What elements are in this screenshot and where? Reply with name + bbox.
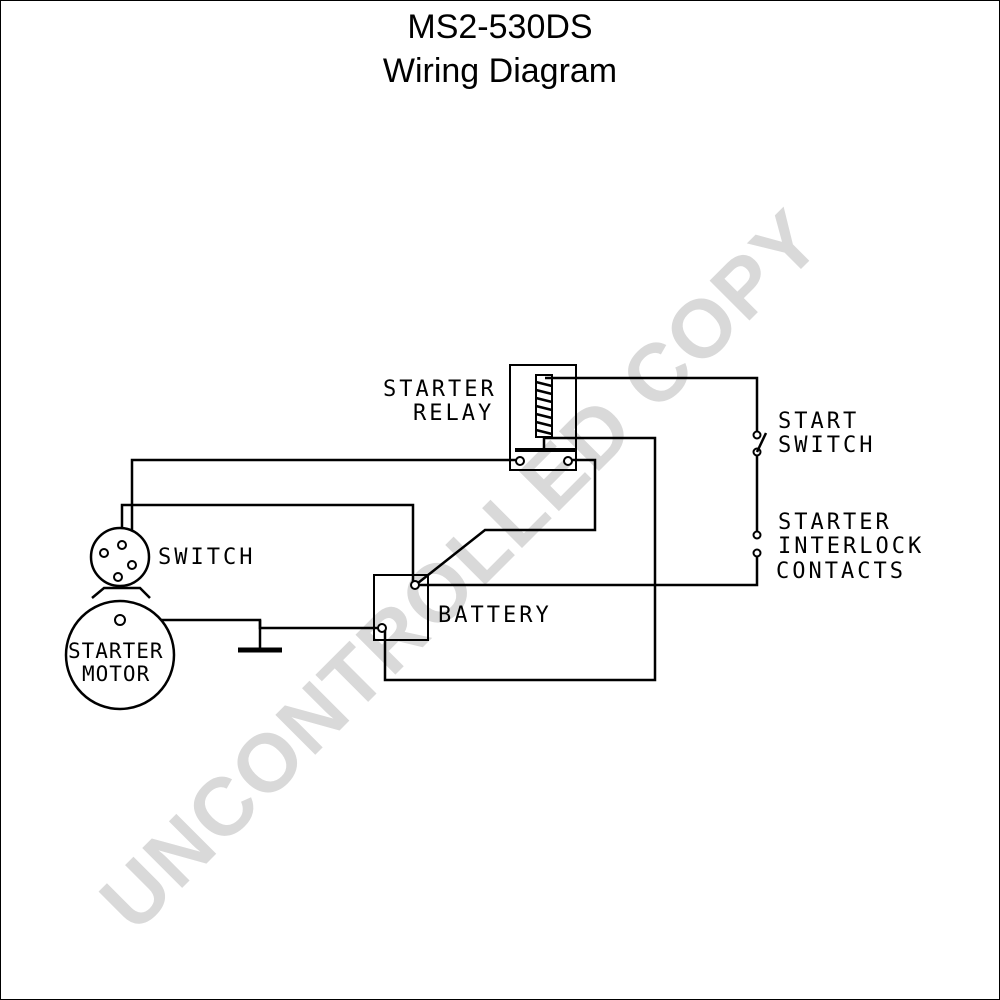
- start-switch-label: START: [778, 409, 859, 434]
- solenoid-switch: [89, 526, 151, 588]
- battery-positive-terminal: [410, 580, 420, 590]
- diagram-subtitle: Wiring Diagram: [382, 52, 618, 90]
- switch-label: SWITCH: [158, 545, 255, 570]
- motor-terminal: [114, 614, 126, 626]
- start-switch-lever: [755, 432, 768, 453]
- relay-coil-winding: [535, 380, 553, 436]
- switch-terminal-1: [99, 548, 109, 558]
- starter-motor-label-2: MOTOR: [82, 662, 150, 686]
- interlock-terminal-bottom: [752, 548, 762, 558]
- relay-housing: [509, 364, 577, 471]
- battery: [373, 574, 429, 641]
- wire-coil-to-start-switch: [545, 376, 759, 432]
- interlock-label: STARTER: [778, 510, 892, 535]
- switch-terminal-3: [127, 560, 137, 570]
- interlock-terminal-top: [752, 530, 762, 540]
- switch-terminal-4: [113, 572, 123, 582]
- relay-terminal-left: [515, 456, 525, 466]
- switch-body: [89, 526, 151, 588]
- start-switch-label-2: SWITCH: [778, 433, 875, 458]
- start-switch-terminal-top: [752, 430, 762, 440]
- starter-motor-label: STARTER: [68, 639, 164, 663]
- wire-switch-to-battery: [120, 503, 415, 583]
- battery-label: BATTERY: [438, 603, 552, 628]
- wires: [120, 376, 759, 682]
- wire-relay-to-battery: [417, 458, 597, 584]
- starter-relay-label: STARTER: [383, 377, 497, 402]
- switch-terminal-2: [117, 540, 127, 550]
- relay-terminal-right: [563, 456, 573, 466]
- motor-body: [64, 599, 176, 711]
- watermark: UNCONTROLLED COPY: [83, 193, 838, 948]
- battery-case: [373, 574, 429, 641]
- motor-mount: [91, 586, 151, 599]
- battery-negative-terminal: [377, 623, 387, 633]
- starter-relay-label-2: RELAY: [413, 401, 494, 426]
- start-switch: [752, 430, 768, 457]
- starter-motor: [64, 586, 176, 711]
- interlock-label-2: INTERLOCK: [778, 534, 924, 559]
- wire-coil-return: [383, 436, 657, 682]
- starter-relay: [509, 364, 577, 471]
- wire-interlock-to-battery: [418, 556, 759, 587]
- interlock-label-3: CONTACTS: [776, 559, 906, 584]
- diagram-title: MS2-530DS: [407, 8, 593, 46]
- interlock-contacts: [752, 530, 762, 558]
